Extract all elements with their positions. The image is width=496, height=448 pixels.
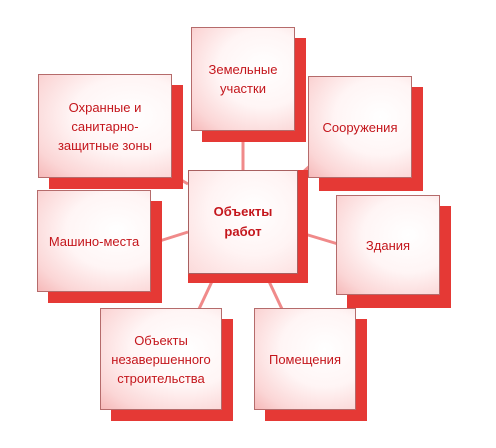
node-label: Объекты незавершенного строительства <box>111 332 211 386</box>
node-label: Сооружения <box>322 119 398 135</box>
node-label: Земельные участки <box>208 62 278 96</box>
node-label: Охранные и санитарно- защитные зоны <box>57 99 153 153</box>
node-label: Помещения <box>268 351 341 367</box>
node-label: Здания <box>365 237 411 253</box>
center-label: Объекты работ <box>213 204 273 239</box>
node-label: Машино-места <box>48 233 140 249</box>
